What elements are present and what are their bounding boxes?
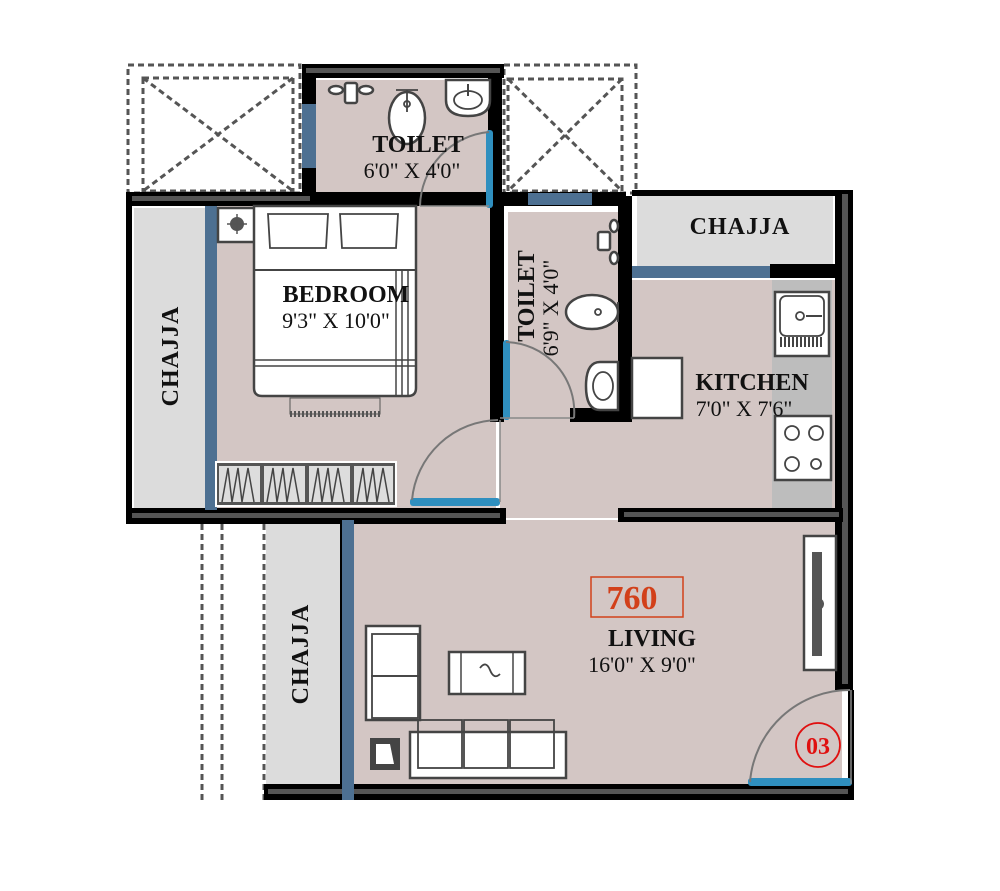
- living-size: 16'0" X 9'0": [588, 652, 696, 677]
- bedroom-size: 9'3" X 10'0": [282, 308, 390, 333]
- toilet-1-door: [486, 130, 493, 208]
- kitchen-size: 7'0" X 7'6": [696, 396, 793, 421]
- kitchen-fixtures: [630, 280, 833, 508]
- shower-fixture-icon: [596, 218, 620, 266]
- gas-stove-icon: [773, 414, 833, 482]
- doors: [410, 130, 852, 786]
- carpet-area-value: 760: [607, 580, 658, 617]
- chajja-bedroom-area: [134, 208, 210, 508]
- living-furniture: [364, 534, 838, 780]
- plant-corner-icon: [370, 738, 400, 770]
- toilet-2-fixtures: [564, 218, 620, 412]
- coffee-table-icon: [447, 650, 527, 696]
- living-window: [342, 520, 354, 800]
- chajja-kitchen-area: [637, 196, 833, 266]
- rug-icon: [289, 397, 381, 417]
- pillow-icon: [267, 213, 329, 249]
- kitchen-window: [632, 266, 770, 278]
- pillow-icon: [339, 213, 399, 249]
- double-bed-icon: [252, 204, 418, 398]
- wc-icon: [387, 89, 427, 146]
- washbasin-icon: [584, 360, 620, 412]
- wc-icon: [564, 293, 620, 331]
- toilet-2-door: [503, 340, 510, 420]
- bedroom-window: [205, 206, 217, 510]
- unit-number-badge: 03: [795, 722, 841, 768]
- bedroom-door: [410, 498, 500, 506]
- shower-fixture-icon: [327, 81, 375, 105]
- chajja-living-area: [266, 524, 342, 788]
- toilet-2-name: TOILET: [514, 250, 540, 342]
- toilet-1-window: [302, 104, 316, 168]
- chajja-kitchen-label: CHAJJA: [690, 214, 791, 240]
- bedroom-name: BEDROOM: [283, 282, 410, 308]
- kitchen-sink-icon: [773, 290, 831, 358]
- toilet-1-size: 6'0" X 4'0": [364, 158, 461, 183]
- three-seater-sofa-icon: [408, 719, 568, 780]
- carpet-area-badge: 760: [590, 576, 684, 618]
- unit-number: 03: [806, 734, 830, 760]
- bedroom-furniture: [215, 204, 418, 507]
- armchair-sofa-icon: [364, 624, 422, 722]
- main-door: [748, 778, 852, 786]
- passage-floor: [500, 418, 630, 518]
- fridge-icon: [630, 356, 684, 420]
- chajja-living-label: CHAJJA: [288, 604, 314, 705]
- living-name: LIVING: [608, 626, 696, 652]
- kitchen-name: KITCHEN: [695, 370, 809, 396]
- chajja-living-outline: [200, 524, 266, 800]
- tv-unit-icon: [802, 534, 838, 672]
- toilet-2-size: 6'9" X 4'0": [538, 260, 563, 357]
- wardrobe-icon: [215, 461, 397, 507]
- duct-right: [502, 63, 638, 195]
- windows: [205, 104, 770, 800]
- washbasin-icon: [444, 78, 492, 118]
- toilet-1-name: TOILET: [372, 132, 464, 158]
- toilet-1-fixtures: [327, 78, 492, 146]
- duct-left: [126, 63, 302, 195]
- chajja-bedroom-label: CHAJJA: [158, 306, 184, 407]
- chajja-areas: [126, 192, 833, 800]
- toilet-2-window: [528, 193, 592, 205]
- room-labels: TOILET 6'0" X 4'0" BEDROOM 9'3" X 10'0" …: [158, 132, 809, 704]
